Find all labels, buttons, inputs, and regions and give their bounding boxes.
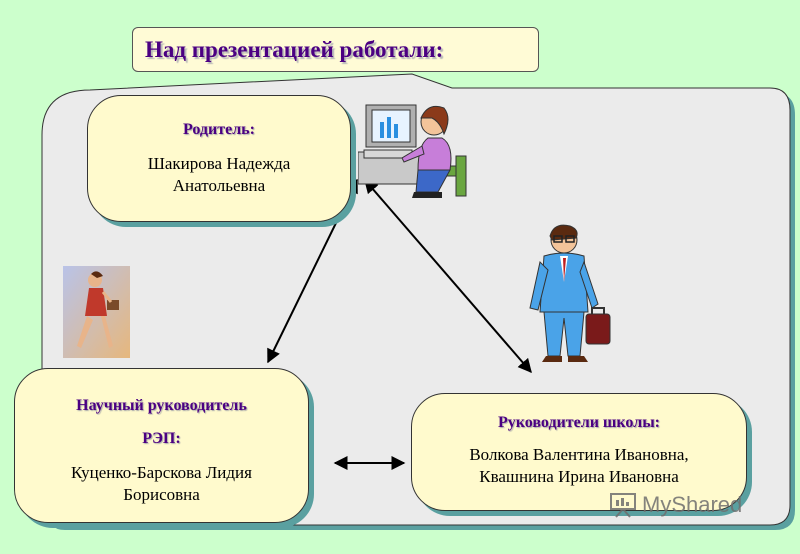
watermark: MyShared (608, 492, 742, 518)
school-name-line1: Волкова Валентина Ивановна, (469, 445, 689, 464)
node-scientific-supervisor: Научный руководитель РЭП: Куценко-Барско… (14, 368, 309, 523)
school-role: Руководители школы: (497, 414, 661, 431)
walking-woman-icon (63, 266, 130, 358)
page-title: Над презентацией работали: (132, 27, 539, 72)
arrow-parent-school (364, 178, 532, 374)
node-school-leaders: Руководители школы: Волкова Валентина Ив… (411, 393, 747, 511)
parent-role: Родитель: (183, 121, 255, 138)
scientific-name-line2: Борисовна (123, 485, 200, 504)
presentation-board-icon (610, 493, 636, 518)
scientific-role-line2: РЭП: (142, 430, 181, 447)
watermark-text: MyShared (642, 492, 743, 517)
woman-at-computer-icon (358, 104, 467, 198)
scientific-name-line1: Куценко-Барскова Лидия (71, 463, 252, 482)
node-parent: Родитель: Шакирова Надежда Анатольевна (87, 95, 351, 222)
parent-name-line1: Шакирова Надежда (147, 154, 291, 173)
scientific-role-line1: Научный руководитель (76, 397, 247, 414)
school-name-line2: Квашнина Ирина Ивановна (479, 467, 679, 486)
businessman-with-briefcase-icon (529, 224, 611, 362)
parent-name-line2: Анатольевна (172, 176, 266, 195)
